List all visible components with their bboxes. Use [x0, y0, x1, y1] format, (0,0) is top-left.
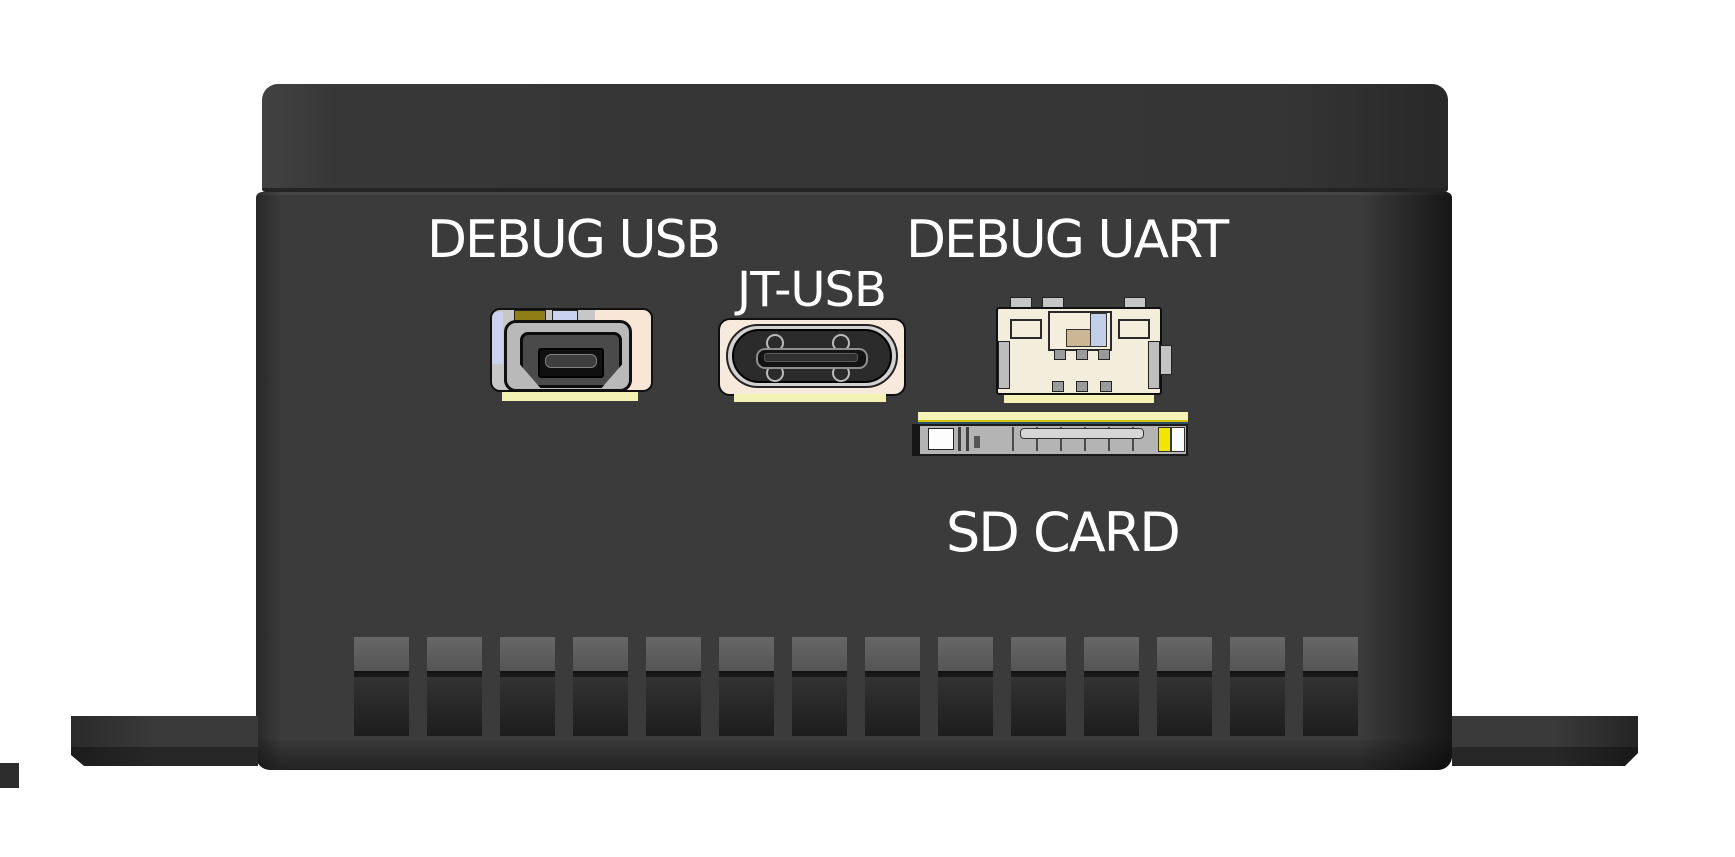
body-right-shade [1360, 192, 1452, 770]
jt-usb-port [718, 318, 906, 404]
sd-divider [1132, 427, 1134, 451]
vent-slot [1157, 637, 1212, 736]
pcb-edge-strip [502, 392, 638, 401]
pcb-edge-strip [1004, 395, 1154, 403]
debug-usb-label: DEBUG USB [427, 210, 721, 270]
vent-slot [1011, 637, 1066, 736]
sd-divider [1060, 427, 1062, 451]
sd-card-port [912, 410, 1192, 458]
uart-latch [1160, 345, 1172, 375]
sd-pcb-strip [918, 412, 1188, 422]
vent-slot [1303, 637, 1358, 736]
sd-slot-endcap [1171, 427, 1185, 452]
sd-contact-bar [1020, 428, 1144, 439]
vent-slot [719, 637, 774, 736]
jt-usb-label: JT-USB [737, 262, 887, 318]
uart-pin [1076, 381, 1088, 392]
sd-divider [1108, 427, 1110, 451]
pcb-chip [492, 312, 503, 364]
uart-window [1010, 319, 1042, 339]
uart-pin [1098, 349, 1110, 360]
uart-pin [1076, 349, 1088, 360]
uart-key-block [1090, 313, 1107, 347]
uart-window [1118, 319, 1150, 339]
sd-divider [1036, 427, 1038, 451]
vent-slot [427, 637, 482, 736]
sd-divider [1084, 427, 1086, 451]
vent-grille [354, 637, 1358, 736]
sd-divider [1012, 427, 1014, 451]
mini-usb-cavity [520, 332, 622, 388]
uart-pin [1052, 381, 1064, 392]
vent-slot [938, 637, 993, 736]
debug-uart-port [996, 297, 1174, 405]
enclosure-lid [262, 84, 1448, 192]
vent-slot [1230, 637, 1285, 736]
usb-c-tongue [764, 353, 858, 362]
sd-pcb-line [918, 422, 1188, 424]
debug-usb-port [490, 308, 653, 403]
vent-slot [354, 637, 409, 736]
uart-latch [1148, 341, 1160, 389]
vent-slot [792, 637, 847, 736]
vent-slot [646, 637, 701, 736]
mounting-flange-right [1452, 716, 1638, 766]
pcb-edge-strip [734, 394, 886, 402]
body-top-sheen [256, 192, 1452, 195]
vent-slot [865, 637, 920, 736]
mounting-flange-left [71, 716, 258, 766]
body-left-shade [256, 192, 282, 770]
flange-stub-left [0, 763, 19, 788]
sd-divider [966, 427, 969, 451]
vent-slot [573, 637, 628, 736]
uart-pin [1054, 349, 1066, 360]
sd-slot-endcap [912, 424, 920, 456]
sd-divider [958, 427, 961, 451]
sd-stud [974, 436, 980, 448]
vent-slot [500, 637, 555, 736]
debug-uart-label: DEBUG UART [906, 210, 1229, 270]
sd-yellow-bar [1158, 427, 1171, 452]
mini-usb-tongue [545, 354, 597, 368]
uart-pin [1100, 381, 1112, 392]
body-bottom-band [256, 740, 1452, 770]
vent-slot [1084, 637, 1139, 736]
sd-card-label: SD CARD [946, 501, 1181, 564]
sd-slot-insert [928, 428, 954, 450]
uart-latch [998, 341, 1010, 389]
